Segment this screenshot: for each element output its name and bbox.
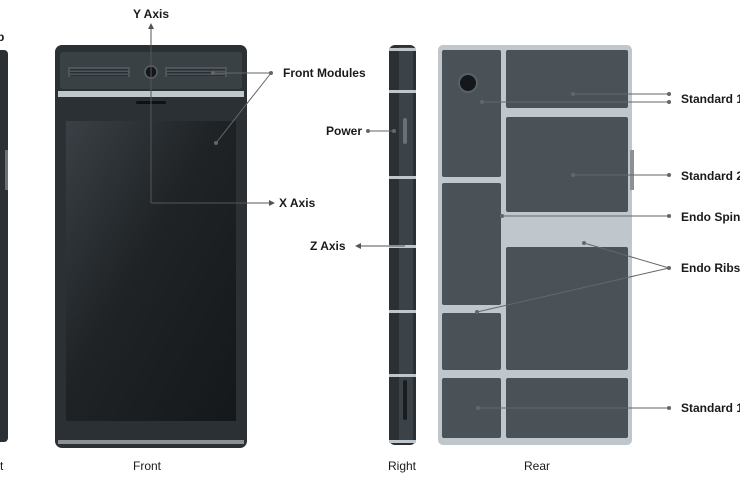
right-side-phone: [389, 45, 416, 445]
caption-left: t: [0, 459, 4, 473]
front-bottom-rib: [58, 440, 244, 444]
port-slot: [403, 380, 407, 420]
front-modules-label: Front Modules: [283, 66, 366, 80]
speaker-grille-left: [68, 67, 130, 77]
rear-phone: [438, 45, 634, 445]
endo-spine-label: Endo Spin: [681, 210, 740, 224]
rear-camera-icon: [458, 73, 478, 93]
standard-1-top-label: Standard 1: [681, 92, 740, 106]
rear-module-left-mid: [442, 183, 501, 305]
rear-module-standard2: [506, 117, 628, 212]
front-modules-callout: [211, 71, 273, 145]
rear-side-button: [630, 150, 634, 190]
rear-module-standard1-bottom: [442, 378, 501, 438]
rear-callout-lines: [476, 93, 670, 409]
standard-1-bottom-label: Standard 1: [681, 401, 740, 415]
caption-front: Front: [133, 459, 162, 473]
left-phone-button: [5, 150, 8, 190]
left-edge-phone: [0, 50, 8, 442]
x-axis-label: X Axis: [279, 196, 316, 210]
left-phone-body: [0, 50, 8, 442]
rear-module-left-lower: [442, 313, 501, 370]
z-axis-label: Z Axis: [310, 239, 346, 253]
speaker-grille-right: [165, 67, 227, 77]
rear-callout-dots: [475, 92, 671, 410]
power-button: [403, 118, 407, 144]
left-edge-label: p: [0, 30, 4, 44]
caption-rear: Rear: [524, 459, 550, 473]
standard-2-label: Standard 2: [681, 169, 740, 183]
endo-ribs-label: Endo Ribs: [681, 261, 740, 275]
rear-camera-module: [442, 50, 501, 177]
rear-module-standard1-top: [506, 50, 628, 108]
front-phone: [55, 45, 247, 448]
rear-module-right-lower: [506, 247, 628, 370]
power-label: Power: [326, 124, 362, 138]
y-axis-label: Y Axis: [133, 7, 169, 21]
caption-right: Right: [388, 459, 417, 473]
